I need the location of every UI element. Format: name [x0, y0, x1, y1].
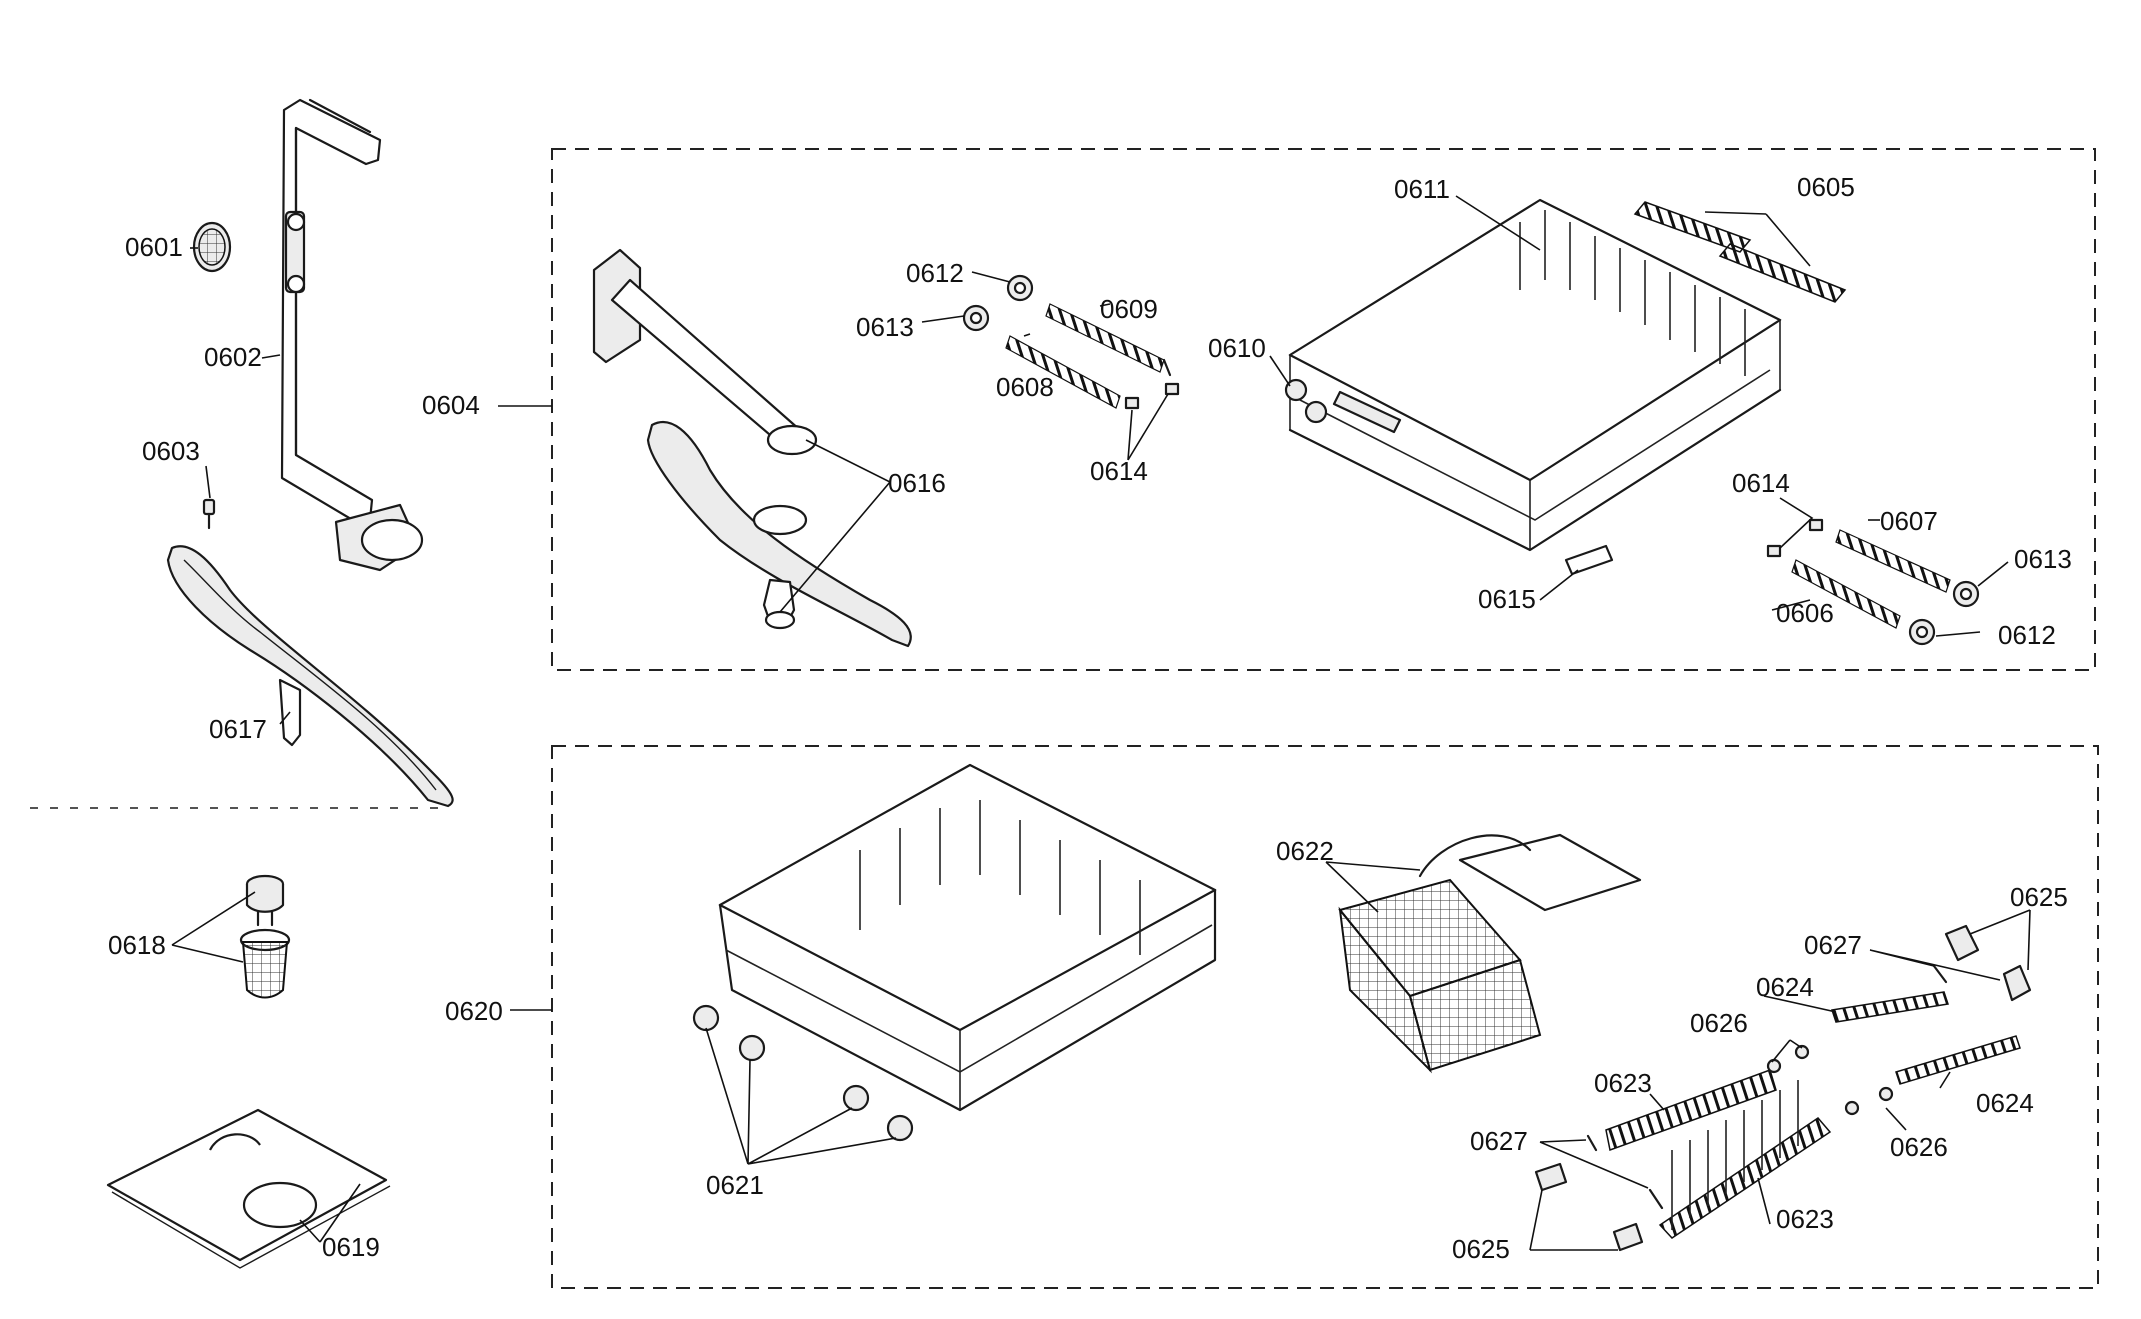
label-0621: 0621: [706, 1170, 764, 1200]
label-0614-upper: 0614: [1090, 456, 1148, 486]
part-0602-supply-tube[interactable]: [280, 98, 424, 572]
leader-lines: [171, 195, 2031, 1251]
label-0623-lower: 0623: [1776, 1204, 1834, 1234]
part-0620-lower-rack[interactable]: [718, 763, 1217, 1112]
label-0611: 0611: [1394, 174, 1450, 204]
label-0603: 0603: [142, 436, 200, 466]
part-0603-screw[interactable]: [202, 498, 216, 530]
part-0614-stop-right[interactable]: [1766, 518, 1824, 558]
label-0601: 0601: [125, 232, 183, 262]
part-0616-upper-spray-assembly[interactable]: [592, 248, 912, 648]
label-0609: 0609: [1100, 294, 1158, 324]
part-0601-cap[interactable]: [192, 221, 232, 273]
label-0612-right: 0612: [1998, 620, 2056, 650]
label-0615: 0615: [1478, 584, 1536, 614]
part-0625-hinge-lower[interactable]: [1534, 1162, 1644, 1252]
label-0613-upper: 0613: [856, 312, 914, 342]
label-0620: 0620: [445, 996, 503, 1026]
part-0612-roller-upper-left[interactable]: [1006, 274, 1034, 302]
part-0626-clips-lower[interactable]: [1844, 1086, 1894, 1116]
part-0622-cutlery-basket[interactable]: [1338, 833, 1642, 1074]
label-0626-lower: 0626: [1890, 1132, 1948, 1162]
label-0623-upper: 0623: [1594, 1068, 1652, 1098]
part-0612-roller-right[interactable]: [1908, 618, 1936, 646]
label-0625-upper: 0625: [2010, 882, 2068, 912]
label-0607: 0607: [1880, 506, 1938, 536]
part-0613-roller-right[interactable]: [1952, 580, 1980, 608]
part-0606-rail[interactable]: [1791, 559, 1901, 629]
label-0624-lower: 0624: [1976, 1088, 2034, 1118]
part-0624-tine-row-lower[interactable]: [1895, 1035, 2021, 1085]
part-0624-tine-row-upper[interactable]: [1831, 991, 1949, 1023]
part-labels: 0601 0602 0603 0604 0605 0606 0607 0608 …: [108, 172, 2072, 1264]
part-0625-hinge-upper[interactable]: [1944, 924, 2032, 1002]
part-0613-roller-upper-left[interactable]: [962, 304, 990, 332]
part-0621-rack-wheels[interactable]: [692, 1004, 914, 1142]
part-0610-rack-roller[interactable]: [1284, 378, 1402, 434]
part-0619-base-plate[interactable]: [106, 1108, 391, 1269]
label-0613-right: 0613: [2014, 544, 2072, 574]
part-0615-handle[interactable]: [1564, 544, 1614, 576]
label-0622: 0622: [1276, 836, 1334, 866]
label-0610: 0610: [1208, 333, 1266, 363]
part-0608-rail[interactable]: [1005, 335, 1121, 409]
upper-rack-group-box: [551, 148, 2096, 671]
part-0626-clips-upper[interactable]: [1766, 1044, 1810, 1074]
label-0624-upper: 0624: [1756, 972, 1814, 1002]
part-0627-pins-upper[interactable]: [1932, 964, 1948, 984]
label-0605: 0605: [1797, 172, 1855, 202]
label-0614-right: 0614: [1732, 468, 1790, 498]
part-0623-tine-row-lower[interactable]: [1658, 1080, 1832, 1239]
label-0606: 0606: [1776, 598, 1834, 628]
part-0611-upper-rack[interactable]: [1288, 198, 1782, 552]
label-0604: 0604: [422, 390, 480, 420]
lower-rack-group-box: [551, 745, 2099, 1289]
label-0627-lower: 0627: [1470, 1126, 1528, 1156]
label-0618: 0618: [108, 930, 166, 960]
part-0618-filter[interactable]: [239, 874, 291, 999]
label-0608: 0608: [996, 372, 1054, 402]
label-0617: 0617: [209, 714, 267, 744]
label-0627-upper: 0627: [1804, 930, 1862, 960]
label-0602: 0602: [204, 342, 262, 372]
part-0627-pins-lower[interactable]: [1586, 1134, 1664, 1210]
label-0619: 0619: [322, 1232, 380, 1262]
label-0616: 0616: [888, 468, 946, 498]
part-0607-rail[interactable]: [1835, 529, 1951, 593]
part-0623-tine-row-upper[interactable]: [1605, 1069, 1777, 1152]
part-0605-tine-rows[interactable]: [1633, 201, 1847, 303]
label-0625-lower: 0625: [1452, 1234, 1510, 1264]
part-0609-rail[interactable]: [1045, 303, 1172, 377]
label-0612-upper: 0612: [906, 258, 964, 288]
label-0626-upper: 0626: [1690, 1008, 1748, 1038]
part-0614-stop-upper-left[interactable]: [1124, 382, 1180, 410]
part-0617-lower-spray-arm[interactable]: [166, 545, 454, 808]
